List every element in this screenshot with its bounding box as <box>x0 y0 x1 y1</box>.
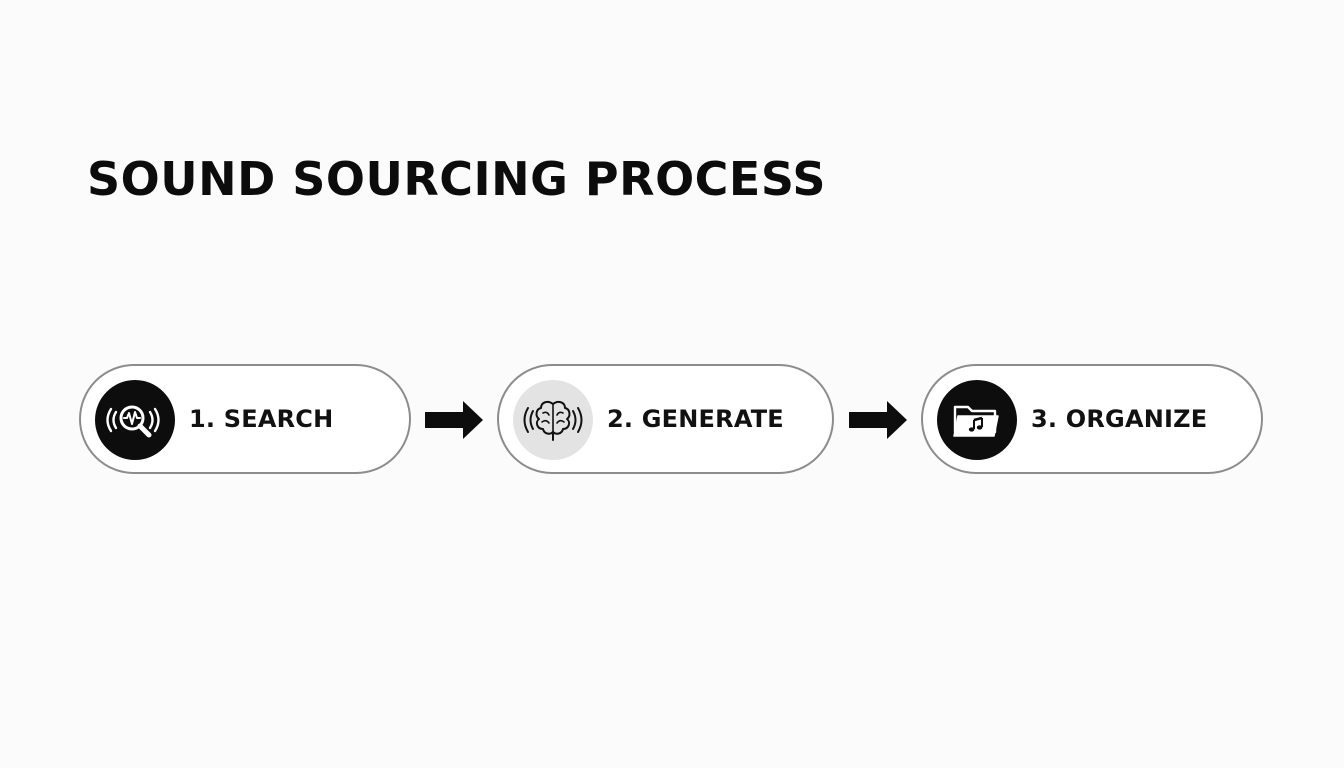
step-label-organize: 3. ORGANIZE <box>1031 405 1208 433</box>
diagram-title: SOUND SOURCING PROCESS <box>87 152 827 206</box>
step-generate: 2. GENERATE <box>497 364 834 474</box>
music-folder-icon <box>937 380 1017 460</box>
step-search: 1. SEARCH <box>79 364 411 474</box>
step-organize: 3. ORGANIZE <box>921 364 1263 474</box>
sound-search-icon <box>95 380 175 460</box>
step-label-generate: 2. GENERATE <box>607 405 784 433</box>
arrow-right-icon <box>425 399 485 441</box>
step-label-search: 1. SEARCH <box>189 405 334 433</box>
arrow-right-icon <box>849 399 909 441</box>
brain-sound-icon <box>513 380 593 460</box>
